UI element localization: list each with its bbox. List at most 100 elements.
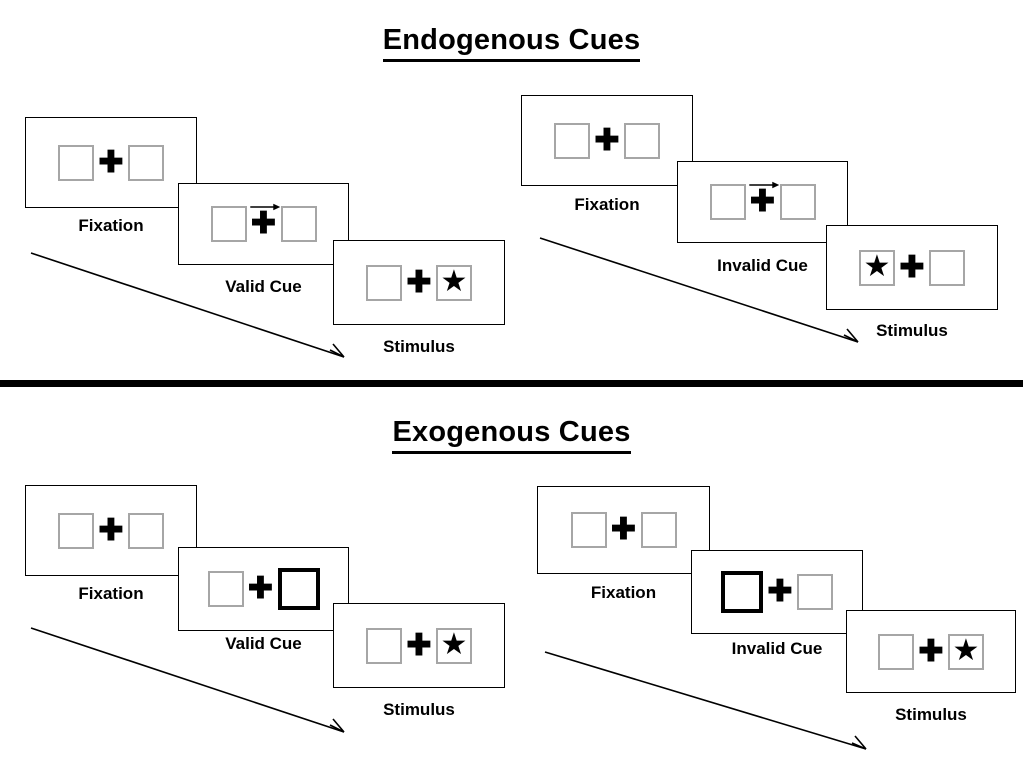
plus-glyph: ✚ bbox=[594, 123, 620, 157]
endogenous-invalid-sequence: ✚ Fixation ✚ Invalid Cue bbox=[511, 0, 1023, 384]
arrow-right-cue-icon bbox=[249, 203, 280, 211]
panel-stimulus[interactable]: ✚ ★ bbox=[846, 610, 1016, 693]
plus-glyph: ✚ bbox=[899, 250, 925, 284]
endogenous-section-title: Endogenous Cues bbox=[0, 24, 1023, 62]
panel-label-fixation: Fixation bbox=[78, 216, 144, 235]
endogenous-valid-sequence: ✚ Fixation ✚ Valid Cue bbox=[0, 0, 512, 384]
panel-content: ✚ bbox=[692, 571, 862, 613]
fixation-cross-icon: ✚ bbox=[247, 203, 281, 242]
right-target-box: ★ bbox=[436, 627, 472, 664]
left-placeholder-box bbox=[366, 264, 402, 301]
panel-label-stimulus: Stimulus bbox=[383, 337, 455, 356]
fixation-cross-icon: ✚ bbox=[244, 571, 278, 607]
panel-fixation[interactable]: ✚ bbox=[25, 117, 197, 208]
left-placeholder-box bbox=[210, 206, 247, 242]
panel-label-fixation: Fixation bbox=[574, 195, 640, 214]
star-target-icon: ★ bbox=[440, 627, 468, 661]
star-target-icon: ★ bbox=[863, 249, 891, 283]
left-placeholder-box bbox=[58, 512, 94, 549]
right-placeholder-box bbox=[128, 512, 164, 549]
section-divider bbox=[0, 380, 1023, 387]
star-target-icon: ★ bbox=[440, 264, 468, 298]
panel-valid-cue[interactable]: ✚ bbox=[178, 547, 349, 631]
time-flow-arrow bbox=[30, 252, 345, 358]
panel-label-fixation: Fixation bbox=[78, 584, 144, 603]
time-flow-arrow bbox=[30, 627, 345, 733]
plus-glyph: ✚ bbox=[406, 628, 432, 662]
left-placeholder-box bbox=[58, 144, 94, 181]
fixation-cross-icon: ✚ bbox=[895, 250, 929, 286]
panel-label-stimulus: Stimulus bbox=[383, 700, 455, 719]
fixation-cross-icon: ✚ bbox=[94, 513, 128, 549]
left-placeholder-box bbox=[554, 122, 590, 159]
panel-content: ✚ bbox=[179, 203, 348, 242]
panel-content: ✚ bbox=[522, 122, 692, 159]
panel-content: ✚ ★ bbox=[334, 627, 504, 664]
fixation-cross-icon: ✚ bbox=[402, 628, 436, 664]
right-placeholder-box bbox=[640, 512, 677, 548]
time-flow-arrow bbox=[544, 651, 867, 750]
panel-fixation[interactable]: ✚ bbox=[537, 486, 710, 574]
panel-label-stimulus: Stimulus bbox=[876, 321, 948, 340]
panel-fixation[interactable]: ✚ bbox=[521, 95, 693, 186]
endogenous-section: Endogenous Cues ✚ Fixation bbox=[0, 0, 1023, 384]
panel-valid-cue[interactable]: ✚ bbox=[178, 183, 349, 265]
fixation-cross-icon: ✚ bbox=[94, 145, 128, 181]
plus-glyph: ✚ bbox=[247, 572, 274, 605]
right-placeholder-box bbox=[128, 144, 164, 181]
exogenous-section-title: Exogenous Cues bbox=[0, 416, 1023, 454]
exogenous-title-text: Exogenous Cues bbox=[392, 416, 631, 454]
plus-glyph: ✚ bbox=[406, 265, 432, 299]
plus-glyph: ✚ bbox=[98, 145, 124, 179]
plus-glyph: ✚ bbox=[250, 207, 277, 240]
panel-label-valid-cue: Valid Cue bbox=[225, 277, 302, 296]
arrow-right-cue-icon bbox=[748, 181, 779, 189]
left-target-box: ★ bbox=[859, 249, 895, 286]
panel-fixation[interactable]: ✚ bbox=[25, 485, 197, 576]
endogenous-title-text: Endogenous Cues bbox=[382, 24, 641, 62]
panel-invalid-cue[interactable]: ✚ bbox=[677, 161, 848, 243]
panel-label-valid-cue: Valid Cue bbox=[225, 634, 302, 653]
plus-glyph: ✚ bbox=[767, 575, 793, 608]
flash-box-cue-icon bbox=[721, 571, 763, 613]
panel-content: ✚ ★ bbox=[847, 633, 1015, 670]
panel-label-invalid-cue: Invalid Cue bbox=[717, 256, 808, 275]
panel-invalid-cue[interactable]: ✚ bbox=[691, 550, 863, 634]
fixation-cross-icon: ✚ bbox=[607, 512, 641, 548]
right-placeholder-box bbox=[280, 206, 317, 242]
fixation-cross-icon: ✚ bbox=[590, 123, 624, 159]
left-placeholder-box bbox=[366, 627, 402, 664]
panel-label-fixation: Fixation bbox=[590, 583, 657, 602]
fixation-cross-icon: ✚ bbox=[914, 634, 948, 670]
panel-stimulus[interactable]: ★ ✚ bbox=[826, 225, 998, 310]
panel-stimulus[interactable]: ✚ ★ bbox=[333, 603, 505, 688]
time-flow-arrow bbox=[539, 237, 859, 343]
panel-content: ✚ bbox=[538, 512, 709, 548]
plus-glyph: ✚ bbox=[98, 513, 124, 547]
panel-content: ✚ bbox=[678, 181, 847, 220]
panel-content: ★ ✚ bbox=[827, 249, 997, 286]
right-target-box: ★ bbox=[436, 264, 472, 301]
right-placeholder-box bbox=[929, 249, 965, 286]
exogenous-valid-sequence: ✚ Fixation ✚ Valid Cue ✚ bbox=[0, 392, 512, 767]
panel-label-invalid-cue: Invalid Cue bbox=[731, 639, 823, 658]
panel-stimulus[interactable]: ✚ ★ bbox=[333, 240, 505, 325]
left-placeholder-box bbox=[709, 184, 746, 220]
exogenous-section: Exogenous Cues ✚ Fixation ✚ bbox=[0, 392, 1023, 767]
star-target-icon: ★ bbox=[952, 633, 980, 667]
panel-label-stimulus: Stimulus bbox=[895, 705, 967, 724]
plus-glyph: ✚ bbox=[918, 634, 944, 668]
left-placeholder-box bbox=[570, 512, 607, 548]
flash-box-cue-icon bbox=[277, 568, 320, 610]
left-placeholder-box bbox=[207, 571, 244, 607]
panel-content: ✚ ★ bbox=[334, 264, 504, 301]
fixation-cross-icon: ✚ bbox=[746, 181, 780, 220]
panel-content: ✚ bbox=[26, 512, 196, 549]
right-placeholder-box bbox=[779, 184, 816, 220]
plus-glyph: ✚ bbox=[749, 185, 776, 218]
right-target-box: ★ bbox=[948, 633, 984, 670]
left-placeholder-box bbox=[878, 633, 914, 670]
fixation-cross-icon: ✚ bbox=[402, 265, 436, 301]
fixation-cross-icon: ✚ bbox=[763, 574, 797, 610]
right-placeholder-box bbox=[797, 574, 833, 610]
